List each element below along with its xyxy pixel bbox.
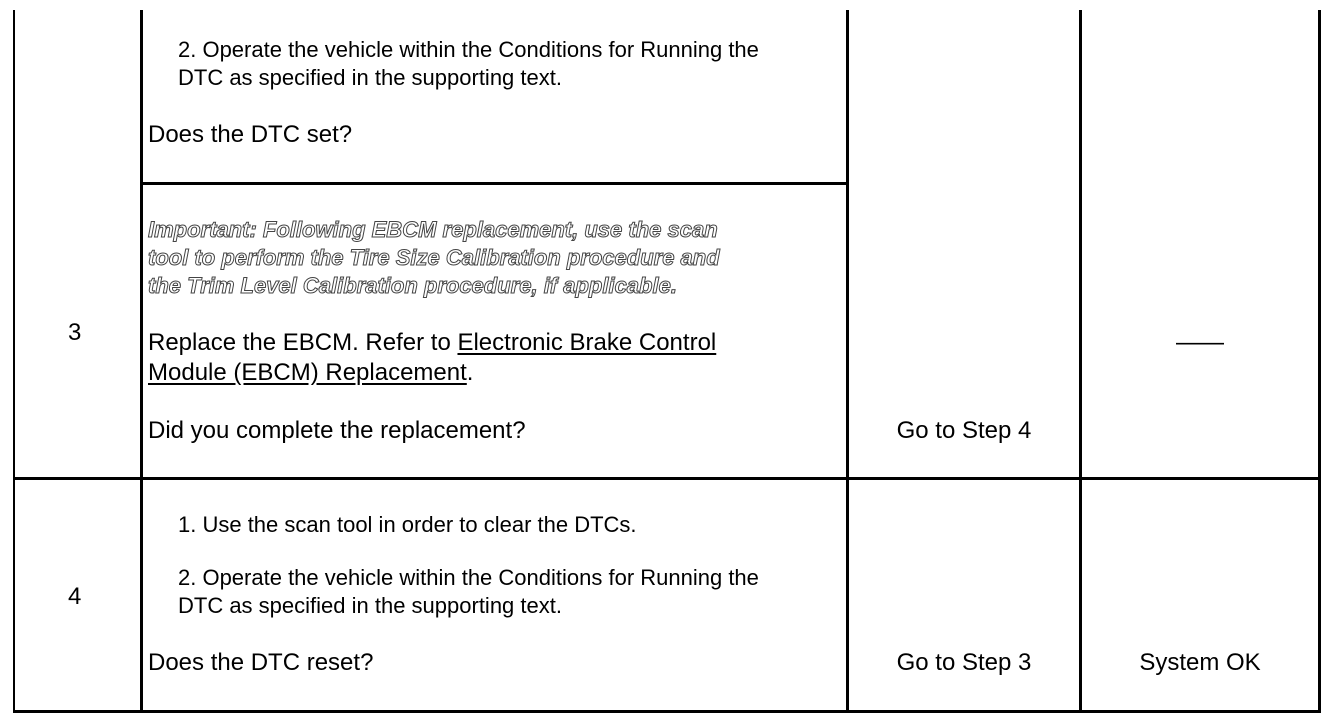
- important-note-line1: Important: Following EBCM replacement, u…: [148, 217, 719, 243]
- important-note-line3: the Trim Level Calibration procedure, if…: [148, 273, 678, 299]
- table-bottom-border: [13, 710, 1321, 713]
- row3-yes-action: Go to Step 4: [896, 417, 1032, 444]
- replace-ebcm-text: Replace the EBCM. Refer to: [148, 329, 458, 356]
- operate-vehicle-step-line1: 2. Operate the vehicle within the Condit…: [178, 37, 759, 62]
- row4-no-action: System OK: [1139, 649, 1261, 676]
- clear-dtcs-step: 1. Use the scan tool in order to clear t…: [178, 512, 637, 537]
- operate-vehicle-step-line2: DTC as specified in the supporting text.: [178, 65, 562, 90]
- row4-operate-vehicle-line2: DTC as specified in the supporting text.: [178, 593, 562, 618]
- ebcm-replacement-link-line2[interactable]: Module (EBCM) Replacement: [148, 359, 467, 386]
- dtc-set-question: Does the DTC set?: [148, 121, 353, 148]
- replacement-complete-question: Did you complete the replacement?: [148, 417, 526, 444]
- row4-yes-action: Go to Step 3: [896, 649, 1032, 676]
- important-note: Important: Following EBCM replacement, u…: [148, 216, 721, 300]
- row4-operate-vehicle-line1: 2. Operate the vehicle within the Condit…: [178, 565, 759, 590]
- row3-no-action: ——: [1176, 329, 1224, 356]
- step-number-4: 4: [68, 583, 82, 610]
- table-divider-step-action: [140, 10, 143, 713]
- dtc-reset-question: Does the DTC reset?: [148, 649, 374, 676]
- replace-ebcm-instruction: Replace the EBCM. Refer to Electronic Br…: [148, 328, 716, 357]
- table-right-border: [1318, 10, 1321, 713]
- replace-ebcm-period: .: [466, 359, 474, 386]
- ebcm-replacement-link-line1[interactable]: Electronic Brake Control: [457, 329, 717, 356]
- table-divider-action-yes: [846, 10, 849, 713]
- action-cell-divider: [140, 182, 849, 185]
- table-divider-yes-no: [1079, 10, 1082, 713]
- table-left-border: [13, 10, 15, 713]
- important-note-line2: tool to perform the Tire Size Calibratio…: [148, 245, 721, 271]
- row-divider-3-4: [13, 477, 1321, 480]
- step-number-3: 3: [68, 319, 82, 346]
- replace-ebcm-instruction-line2: Module (EBCM) Replacement.: [148, 358, 473, 387]
